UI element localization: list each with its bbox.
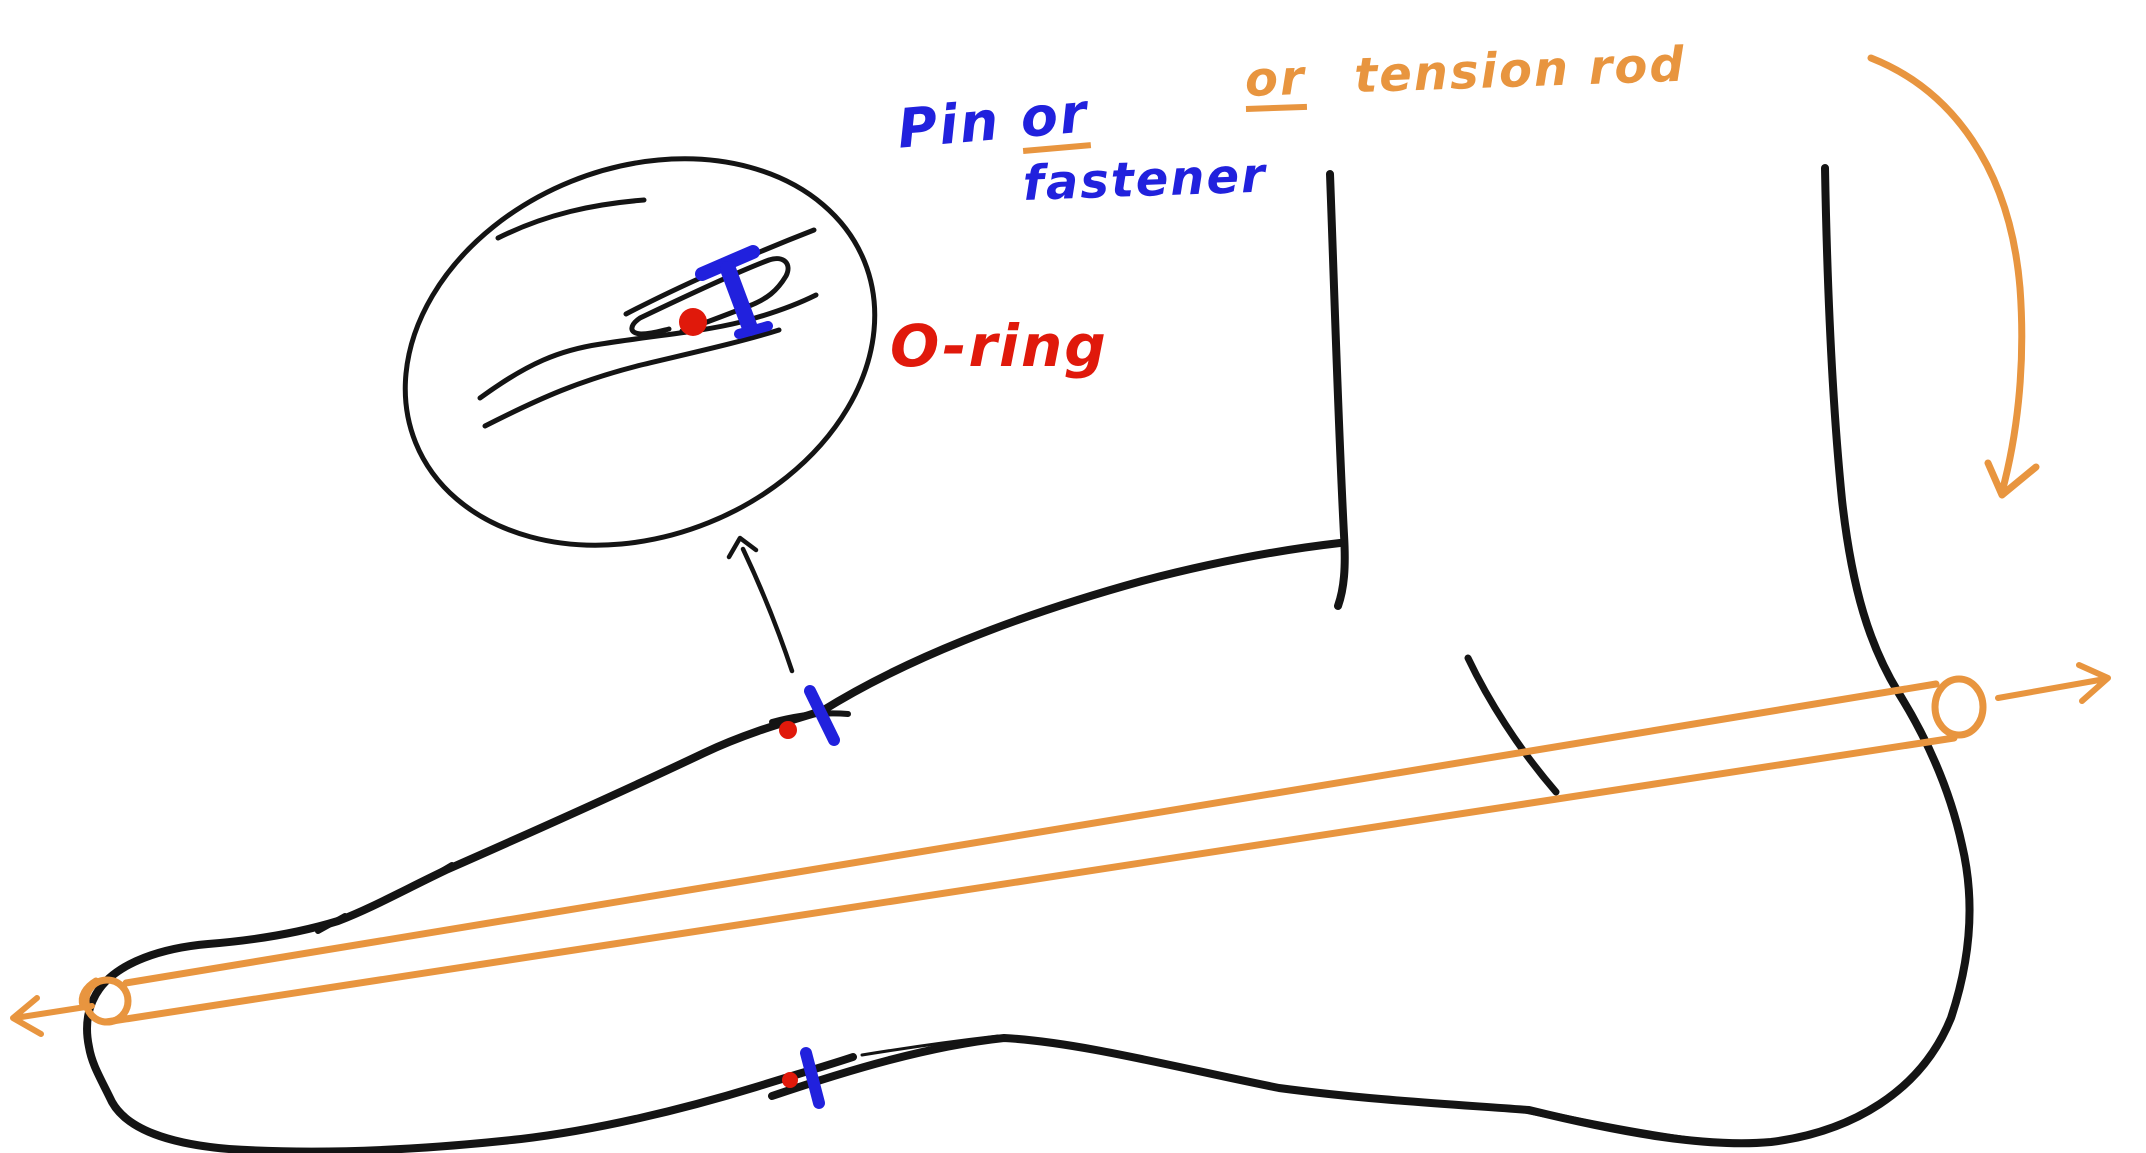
ink-strokes bbox=[83, 156, 1974, 1153]
o-ring-label: O-ring bbox=[890, 312, 1108, 380]
pin-word: Pin bbox=[895, 89, 1003, 161]
balloon-pin-bar bbox=[720, 261, 758, 336]
sole-pin bbox=[800, 1047, 825, 1109]
instep-o-ring-dot bbox=[779, 721, 797, 739]
ankle-crease-line bbox=[1464, 654, 1560, 796]
toe-notch-marks bbox=[315, 862, 455, 934]
tension-rod-group bbox=[10, 54, 2111, 1037]
instep-overlap-dash bbox=[769, 710, 851, 725]
sole-o-ring-dot bbox=[782, 1072, 798, 1088]
leg-front-outline bbox=[1326, 170, 1349, 610]
fastener-label: fastener bbox=[1022, 147, 1268, 211]
pin-group bbox=[695, 245, 840, 1109]
balloon-rim-arc bbox=[495, 197, 647, 241]
skin-surface-line-lower bbox=[482, 327, 782, 429]
o-ring-word: O-ring bbox=[890, 312, 1108, 380]
detail-balloon-ellipse bbox=[402, 156, 878, 548]
instep-pin bbox=[804, 685, 840, 746]
toe-ring-tail bbox=[78, 977, 100, 1010]
rod-arrow-right bbox=[1995, 662, 2111, 704]
pin-or-word: or bbox=[1018, 81, 1092, 154]
o-ring-group bbox=[679, 308, 798, 1088]
toe-ring bbox=[82, 976, 132, 1026]
balloon-pin-bottom-cap bbox=[734, 321, 773, 339]
foot-top-outline bbox=[96, 539, 1344, 992]
tension-or-word: or bbox=[1244, 50, 1307, 112]
sole-scratch-lines bbox=[860, 1034, 1750, 1147]
balloon-o-ring-dot bbox=[679, 308, 707, 336]
tension-rod-upper-line bbox=[122, 680, 1940, 987]
skin-surface-line-upper bbox=[477, 292, 819, 401]
toe-and-left-sole-outline bbox=[83, 984, 857, 1153]
heel-ring bbox=[1931, 675, 1987, 739]
balloon-pointer-arrow bbox=[726, 535, 795, 674]
rod-arrow-left bbox=[10, 995, 95, 1037]
fastener-word: fastener bbox=[1022, 147, 1268, 212]
slot-capsule bbox=[629, 256, 791, 337]
tension-rod-curved-arrow bbox=[1867, 54, 2040, 499]
leg-heel-sole-outline bbox=[768, 164, 1974, 1148]
tension-rod-lower-line bbox=[102, 734, 1958, 1026]
tension-rod-words: tension rod bbox=[1353, 36, 1687, 105]
